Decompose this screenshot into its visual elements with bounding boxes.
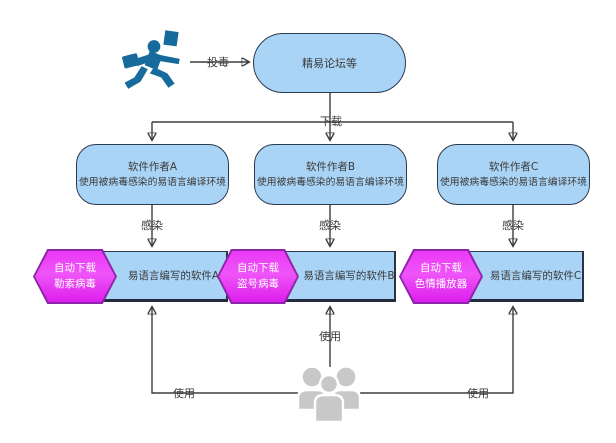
payload-c-line1: 自动下载 (420, 261, 462, 274)
edge-use-left (152, 307, 298, 394)
running-attacker-icon (122, 28, 188, 96)
author-b-line1: 软件作者B (305, 160, 356, 173)
software-c-label: 易语言编写的软件C (489, 270, 582, 282)
payload-a-line1: 自动下载 (54, 261, 96, 274)
user-group-icon (296, 364, 362, 428)
payload-b-line2: 盗号病毒 (237, 277, 279, 290)
node-author-b: 软件作者B 使用被病毒感染的易语言编译环境 (254, 144, 407, 205)
payload-a-line2: 勒索病毒 (54, 277, 96, 290)
software-b-label: 易语言编写的软件B (303, 270, 395, 282)
payload-c-body: 自动下载 色情播放器 (401, 251, 481, 302)
node-forum: 精易论坛等 (253, 33, 406, 93)
node-software-a: 易语言编写的软件A (98, 251, 228, 302)
author-a-line1: 软件作者A (127, 160, 178, 173)
node-payload-a: 自动下载 勒索病毒 (33, 249, 117, 304)
node-payload-c: 自动下载 色情播放器 (399, 249, 483, 304)
payload-a-body: 自动下载 勒索病毒 (35, 251, 115, 302)
author-b-line2: 使用被病毒感染的易语言编译环境 (257, 177, 404, 189)
label-use-center: 使用 (319, 330, 341, 343)
author-c-line2: 使用被病毒感染的易语言编译环境 (440, 177, 587, 189)
label-infect-a: 感染 (141, 219, 163, 232)
author-c-line1: 软件作者C (488, 160, 539, 173)
payload-b-body: 自动下载 盗号病毒 (219, 251, 297, 302)
edge-use-right (360, 307, 513, 394)
label-poison: 投毒 (207, 56, 229, 69)
payload-c-line2: 色情播放器 (414, 277, 468, 290)
label-infect-c: 感染 (502, 219, 524, 232)
node-author-c: 软件作者C 使用被病毒感染的易语言编译环境 (437, 144, 590, 205)
node-software-c: 易语言编写的软件C (466, 251, 584, 302)
node-author-a: 软件作者A 使用被病毒感染的易语言编译环境 (76, 144, 229, 205)
label-use-right: 使用 (467, 387, 489, 400)
node-forum-label: 精易论坛等 (302, 57, 357, 70)
node-payload-b: 自动下载 盗号病毒 (217, 249, 299, 304)
label-infect-b: 感染 (319, 219, 341, 232)
software-a-label: 易语言编写的软件A (127, 270, 220, 282)
node-software-b: 易语言编写的软件B (281, 251, 396, 302)
payload-b-line1: 自动下载 (237, 261, 279, 274)
label-download: 下载 (320, 115, 342, 128)
author-a-line2: 使用被病毒感染的易语言编译环境 (79, 177, 226, 189)
label-use-left: 使用 (173, 387, 195, 400)
